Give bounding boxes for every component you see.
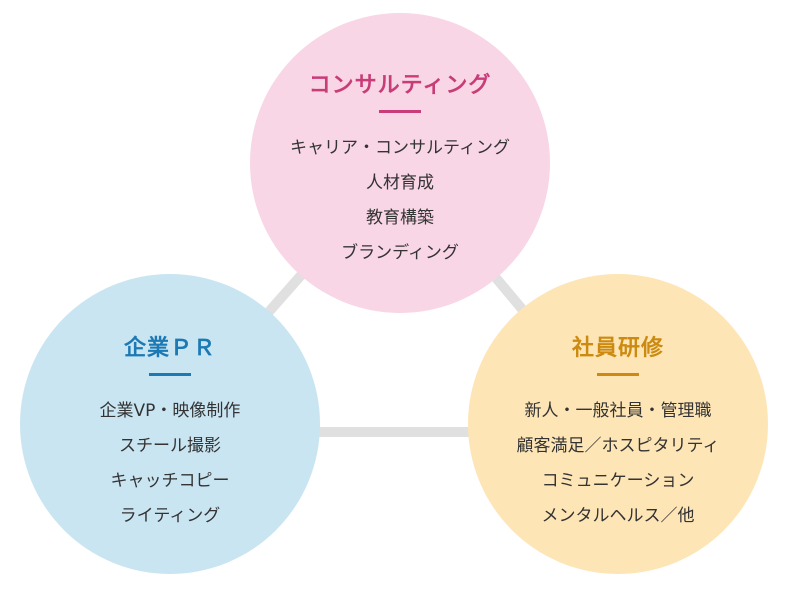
corporate-pr-item: 企業VP・映像制作 bbox=[99, 401, 241, 421]
consulting-items: キャリア・コンサルティング 人材育成 教育構築 ブランディング bbox=[290, 131, 510, 271]
consulting-circle: コンサルティング キャリア・コンサルティング 人材育成 教育構築 ブランディング bbox=[250, 13, 550, 313]
consulting-item: ブランディング bbox=[341, 243, 459, 263]
corporate-pr-circle: 企業ＰＲ 企業VP・映像制作 スチール撮影 キャッチコピー ライティング bbox=[20, 274, 320, 574]
employee-training-item: 新人・一般社員・管理職 bbox=[524, 401, 712, 421]
employee-training-item: メンタルヘルス／他 bbox=[541, 506, 695, 526]
corporate-pr-item: スチール撮影 bbox=[118, 436, 221, 456]
corporate-pr-title-underline bbox=[149, 373, 191, 376]
employee-training-circle: 社員研修 新人・一般社員・管理職 顧客満足／ホスピタリティ コミュニケーション … bbox=[468, 274, 768, 574]
employee-training-title: 社員研修 bbox=[571, 336, 664, 361]
consulting-item: キャリア・コンサルティング bbox=[290, 138, 510, 158]
corporate-pr-title: 企業ＰＲ bbox=[123, 336, 216, 361]
employee-training-title-underline bbox=[597, 373, 639, 376]
corporate-pr-items: 企業VP・映像制作 スチール撮影 キャッチコピー ライティング bbox=[100, 394, 241, 534]
consulting-item: 人材育成 bbox=[365, 173, 434, 193]
employee-training-item: コミュニケーション bbox=[541, 471, 695, 491]
consulting-title: コンサルティング bbox=[308, 73, 492, 98]
consulting-title-underline bbox=[379, 110, 421, 113]
consulting-item: 教育構築 bbox=[365, 208, 434, 228]
employee-training-items: 新人・一般社員・管理職 顧客満足／ホスピタリティ コミュニケーション メンタルヘ… bbox=[517, 394, 720, 534]
corporate-pr-item: ライティング bbox=[119, 506, 221, 526]
corporate-pr-item: キャッチコピー bbox=[110, 471, 230, 491]
employee-training-item: 顧客満足／ホスピタリティ bbox=[516, 436, 720, 456]
